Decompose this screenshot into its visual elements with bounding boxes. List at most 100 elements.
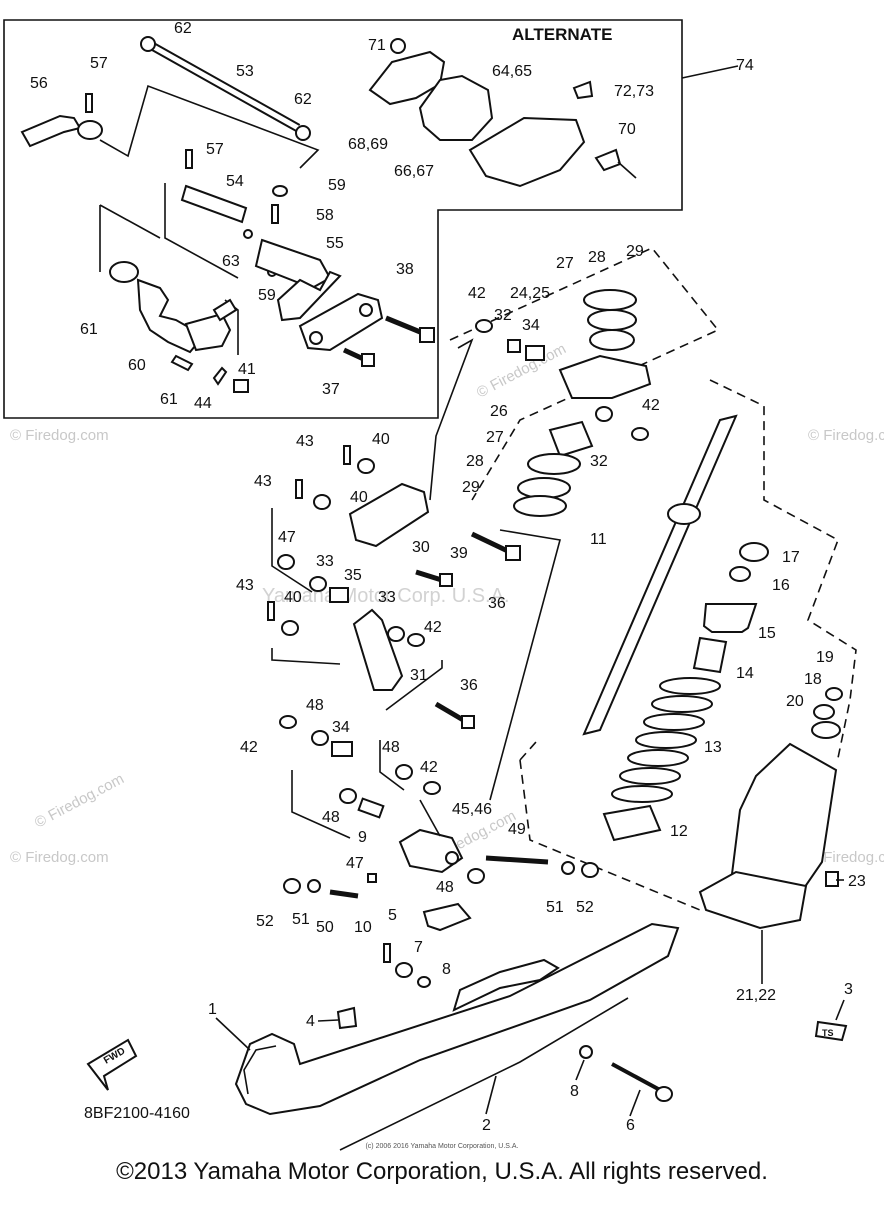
callout-1: 1 <box>208 1001 217 1018</box>
watermark-firedog: © Firedog.com <box>808 849 884 866</box>
part-23-bolt <box>825 871 839 887</box>
part-48-cap <box>395 764 413 780</box>
part-9-shaft <box>357 797 385 819</box>
part-47-nut <box>367 873 377 883</box>
callout-9: 9 <box>358 829 367 846</box>
callout-63: 63 <box>222 253 240 270</box>
part-link-bushing <box>359 303 373 317</box>
callout-19: 19 <box>816 649 834 666</box>
part-39-bolt-head <box>505 545 521 561</box>
alternate-parts <box>20 36 637 393</box>
part-42-nut <box>423 781 441 795</box>
callout-41: 41 <box>238 361 256 378</box>
callout-7: 7 <box>414 939 423 956</box>
leader-lines <box>215 799 845 1117</box>
callout-15: 15 <box>758 625 776 642</box>
ski-assembly: FWD <box>86 788 680 1151</box>
callout-24-25: 24,25 <box>510 285 550 302</box>
link-assembly <box>267 289 652 839</box>
callout-12: 12 <box>670 823 688 840</box>
callout-32: 32 <box>590 453 608 470</box>
copyright-footer: ©2013 Yamaha Motor Corporation, U.S.A. A… <box>116 1158 768 1185</box>
callout-57: 57 <box>90 55 108 72</box>
callout-40: 40 <box>350 489 368 506</box>
part-29-seal <box>583 289 637 311</box>
part-40-nut <box>281 620 299 636</box>
callout-71: 71 <box>368 37 386 54</box>
callout-39: 39 <box>450 545 468 562</box>
callout-42: 42 <box>424 619 442 636</box>
callout-70: 70 <box>618 121 636 138</box>
callout-18: 18 <box>804 671 822 688</box>
callout-58: 58 <box>316 207 334 224</box>
part-51-washer <box>307 879 321 893</box>
part-42-nut <box>631 427 649 441</box>
callout-42: 42 <box>468 285 486 302</box>
part-4-cap <box>336 1006 358 1030</box>
connector-line <box>385 660 443 711</box>
callout-62: 62 <box>174 20 192 37</box>
callout-16: 16 <box>772 577 790 594</box>
part-56-lever <box>20 114 82 148</box>
callout-45-46: 45,46 <box>452 801 492 818</box>
callout-6: 6 <box>626 1117 635 1134</box>
part-70-plug <box>594 148 622 172</box>
callout-74: 74 <box>736 57 754 74</box>
part-55-housing <box>254 238 332 290</box>
part-48-cap <box>311 730 329 746</box>
connector-line <box>99 204 161 272</box>
part-33-cap <box>309 576 327 592</box>
part-39-bolt-head <box>439 573 453 587</box>
part-6-bolt <box>611 1062 661 1092</box>
callout-11: 11 <box>590 531 607 548</box>
part-70-tip <box>617 161 637 179</box>
callout-55: 55 <box>326 235 344 252</box>
part-27-bushing <box>589 329 635 351</box>
part-5-block <box>422 902 472 932</box>
callout-61: 61 <box>160 391 178 408</box>
part-43-pin <box>295 479 303 499</box>
part-64-65-housing <box>468 116 586 188</box>
callout-2: 2 <box>482 1117 491 1134</box>
part-41-nut <box>233 379 249 393</box>
callout-28: 28 <box>588 249 606 266</box>
part-29-seal <box>513 495 567 517</box>
part-35-collar <box>329 587 349 603</box>
part-57-pin <box>185 149 193 169</box>
part-1-ski-loop <box>243 1045 277 1095</box>
callout-54: 54 <box>226 173 244 190</box>
part-14-bumper <box>692 636 728 674</box>
callout-52: 52 <box>576 899 594 916</box>
callout-61: 61 <box>80 321 98 338</box>
part-20-washer <box>811 721 841 739</box>
callout-28: 28 <box>466 453 484 470</box>
part-1-ski <box>234 922 680 1116</box>
part-34-collar <box>525 345 545 361</box>
callout-59: 59 <box>258 287 276 304</box>
part-8-washer <box>417 976 431 988</box>
callout-27: 27 <box>556 255 574 272</box>
dashed-group <box>449 247 720 501</box>
watermark-firedog: © Firedog.com <box>10 849 109 866</box>
part-28-washer <box>517 477 571 499</box>
callout-40: 40 <box>372 431 390 448</box>
callout-68-69: 68,69 <box>348 136 388 153</box>
callout-10: 10 <box>354 919 372 936</box>
callout-66-67: 66,67 <box>394 163 434 180</box>
part-60-boot <box>136 278 202 354</box>
callout-8: 8 <box>570 1083 579 1100</box>
part-link-bushing <box>309 331 323 345</box>
callout-21-22: 21,22 <box>736 987 776 1004</box>
part-61-clamp <box>109 261 139 283</box>
leader-74 <box>681 65 739 79</box>
callout-49: 49 <box>508 821 526 838</box>
callout-35: 35 <box>344 567 362 584</box>
callout-51: 51 <box>546 899 564 916</box>
callout-57: 57 <box>206 141 224 158</box>
part-34-collar <box>331 741 353 757</box>
part-42-nut <box>279 715 297 729</box>
callout-42: 42 <box>420 759 438 776</box>
part-72-73-bracket <box>572 80 594 100</box>
part-32-cap <box>507 339 521 353</box>
part-54-shaft <box>180 184 248 224</box>
